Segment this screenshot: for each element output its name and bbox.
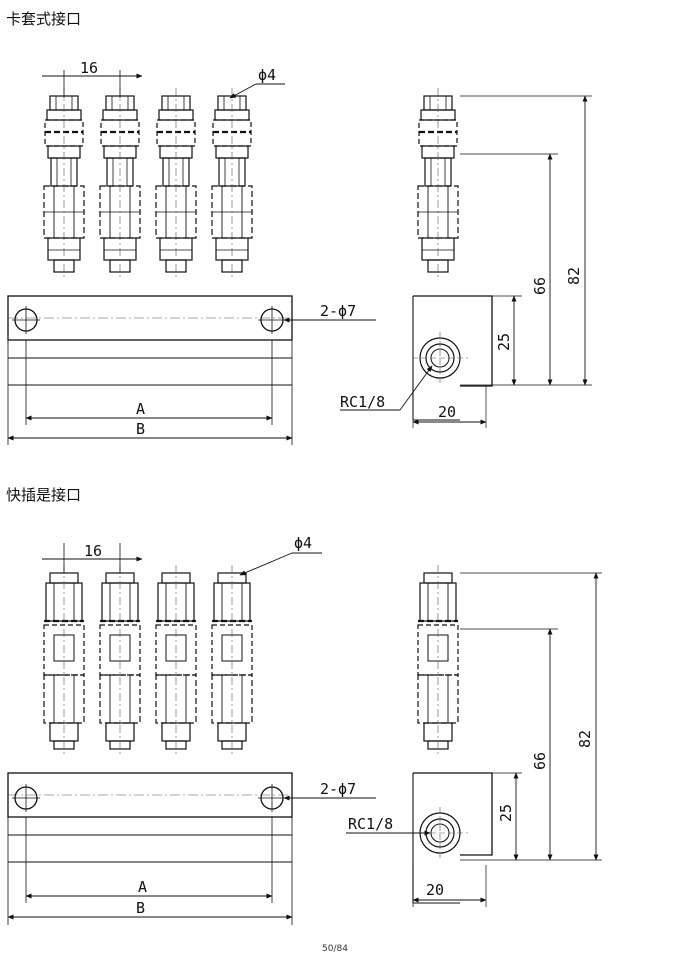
width-label-2: 20 (426, 881, 444, 899)
fitting-3 (154, 86, 198, 280)
side-view-fitting (416, 86, 460, 280)
technical-drawing-svg: 16 ϕ4 2-ϕ7 A B (7, 59, 592, 445)
fitting-1 (42, 86, 86, 280)
fitting-4 (210, 86, 254, 280)
side-view-block (413, 295, 493, 387)
holes-label: 2-ϕ7 (320, 302, 356, 320)
thread-label: RC1/8 (340, 393, 385, 411)
side-view-block-2 (413, 772, 493, 856)
dimension-b-label-2: B (136, 899, 145, 917)
base-height-label: 25 (495, 333, 513, 351)
tube-diameter-label: ϕ4 (258, 66, 276, 84)
dimension-a-label-2: A (138, 878, 147, 896)
holes-label-2: 2-ϕ7 (320, 780, 356, 798)
mid-height-label-2: 66 (531, 752, 549, 770)
push-fitting-1 (42, 563, 86, 757)
push-fitting-2 (98, 563, 142, 757)
thread-label-2: RC1/8 (348, 815, 393, 833)
pitch-label-2: 16 (84, 542, 102, 560)
tube-diameter-label-2: ϕ4 (294, 534, 312, 552)
drawing-compression-fitting: 16 ϕ4 2-ϕ7 A B (0, 40, 685, 460)
push-fitting-4 (210, 563, 254, 757)
mid-height-label: 66 (531, 277, 549, 295)
total-height-label-2: 82 (576, 730, 594, 748)
pitch-label: 16 (80, 59, 98, 77)
total-height-label: 82 (565, 267, 583, 285)
fitting-2 (98, 86, 142, 280)
technical-drawing-svg-2: 16 ϕ4 2-ϕ7 A B (7, 534, 602, 925)
section-title-compression-fitting: 卡套式接口 (6, 10, 82, 28)
base-height-label-2: 25 (497, 804, 515, 822)
width-label: 20 (438, 403, 456, 421)
drawing-push-fitting: 16 ϕ4 2-ϕ7 A B (0, 515, 685, 935)
dimension-b-label: B (136, 420, 145, 438)
page-number: 50/84 (322, 944, 348, 954)
push-fitting-3 (154, 563, 198, 757)
side-view-push-fitting (416, 563, 460, 757)
section-title-push-fitting: 快插是接口 (6, 486, 82, 504)
dimension-a-label: A (136, 400, 145, 418)
